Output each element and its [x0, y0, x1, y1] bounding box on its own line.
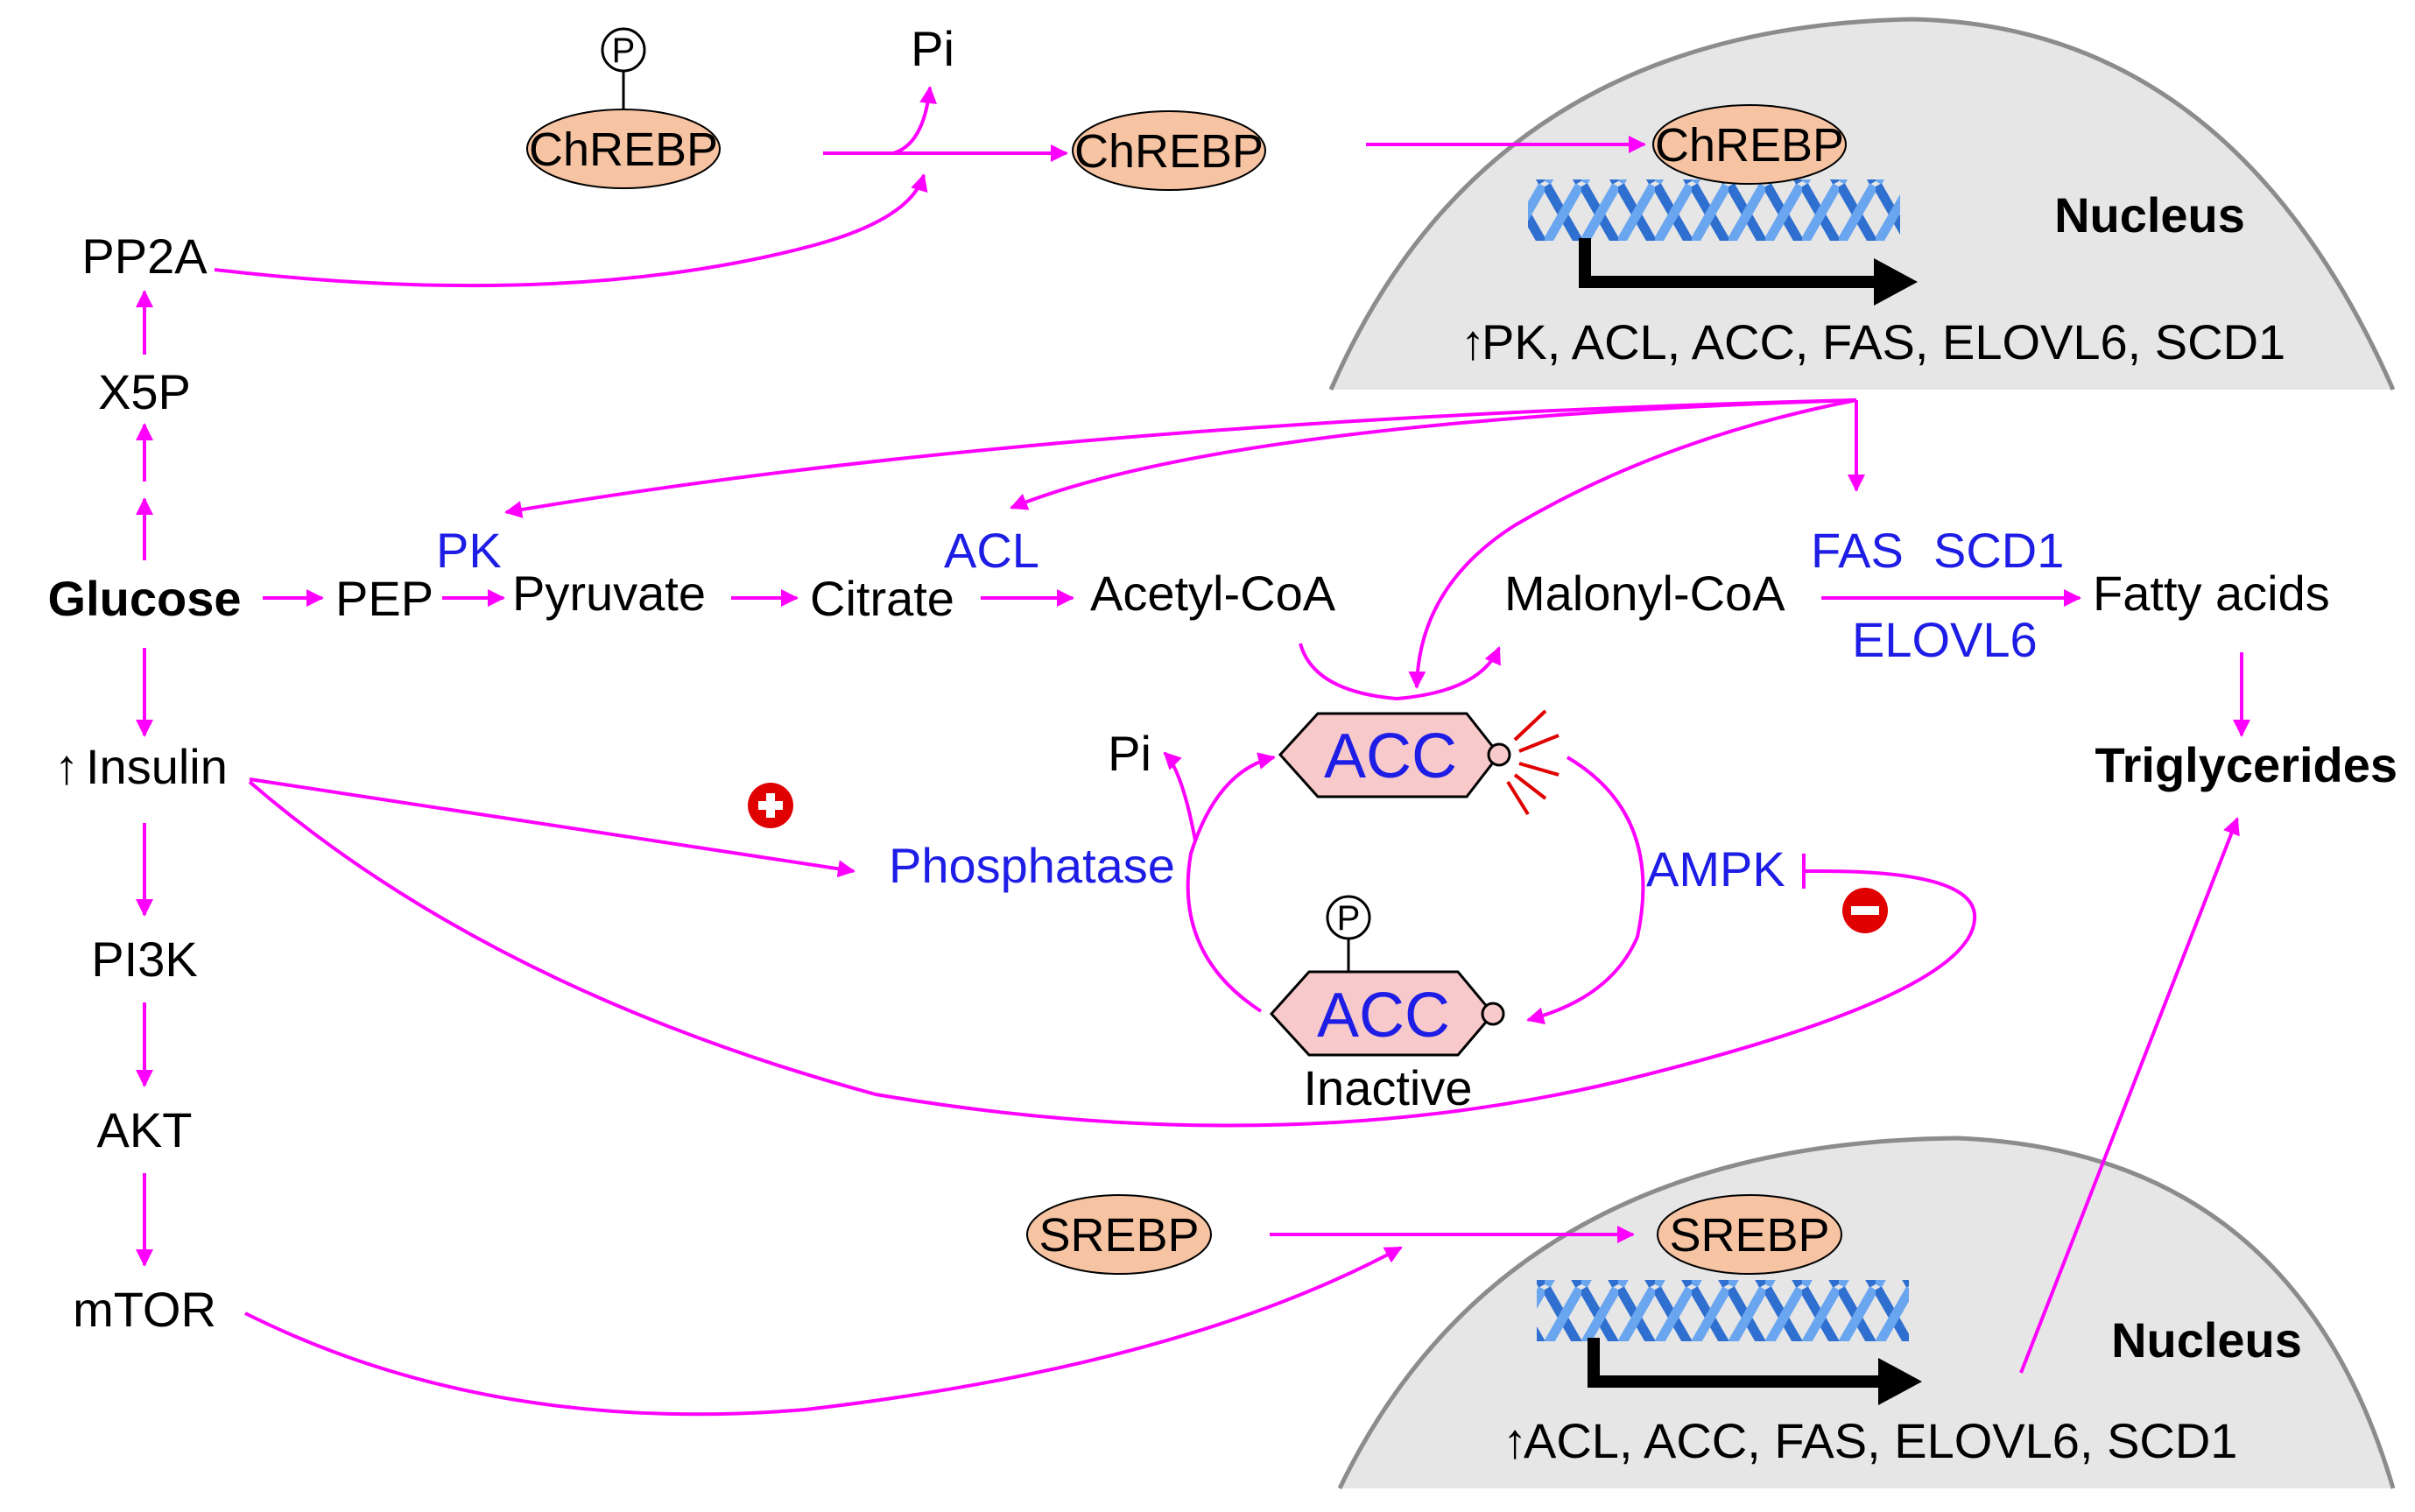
arrow-chrebp-pi [892, 86, 938, 155]
arrow-insulin-ampk [248, 780, 1977, 1128]
acetyl-coa-label: Acetyl-CoA [1090, 566, 1336, 621]
x5p-label: X5P [98, 364, 191, 419]
citrate-label: Citrate [810, 571, 954, 626]
srebp-nuclear-label: SREBP [1669, 1209, 1829, 1262]
inhibition-minus-icon [1842, 888, 1888, 933]
nucleus-top-up-arrow: ↑ [1461, 314, 1485, 369]
ampk-label: AMPK [1646, 841, 1785, 897]
enzyme-pk: PK [436, 523, 502, 578]
arrow-acc-pi [1163, 751, 1197, 841]
acc-pi: Pi [1108, 726, 1151, 781]
pathway-arrows [136, 86, 2250, 1417]
akt-label: AKT [97, 1102, 193, 1157]
arrow-target-pk [504, 398, 1857, 518]
acc-active: ACC [1278, 709, 1560, 816]
arrow-target-acc [1408, 398, 1857, 689]
nucleus-bottom-genes: ACL, ACC, FAS, ELOVL6, SCD1 [1524, 1413, 2237, 1468]
arrow-target-acl [1010, 398, 1857, 510]
inhibition-bar [1802, 854, 1821, 889]
glucose-label: Glucose [48, 571, 242, 626]
dna-helix-top [1528, 179, 1900, 241]
activity-burst-icon [1506, 709, 1560, 816]
enzyme-scd1: SCD1 [1933, 523, 2064, 578]
transcription-arrow-bottom [1588, 1338, 1922, 1405]
nucleus-bottom-up-arrow: ↑ [1503, 1413, 1527, 1468]
chrebp-active: ChREBP [1072, 110, 1266, 191]
srebp-label: SREBP [1039, 1209, 1199, 1262]
arrow-acetyl-malonyl [1299, 643, 1501, 701]
fatty-acids-label: Fatty acids [2093, 566, 2330, 621]
nucleus-bottom-label: Nucleus [2111, 1312, 2302, 1368]
acc-active-label: ACC [1324, 721, 1457, 791]
enzyme-fas: FAS [1811, 523, 1904, 578]
dna-helix-bottom [1537, 1280, 1909, 1341]
chrebp-p-mark: P [612, 32, 636, 70]
arrow-insulin-phosphatase [249, 777, 855, 878]
pyruvate-label: Pyruvate [512, 566, 706, 621]
chrebp-nuclear-label: ChREBP [1655, 119, 1844, 172]
triglycerides-label: Triglycerides [2095, 737, 2397, 792]
acc-inactive-caption: Inactive [1304, 1060, 1473, 1115]
arrow-pp2a [214, 173, 928, 288]
srebp-cytosolic: SREBP [1026, 1194, 1212, 1275]
activation-plus-icon [748, 783, 793, 828]
enzyme-elovl6: ELOVL6 [1852, 612, 2038, 667]
chrebp-dephospho-label: ChREBP [1074, 125, 1264, 178]
chrebp-phosphorylated: P ChREBP [526, 27, 721, 189]
acc-inactive-label: ACC [1317, 981, 1450, 1051]
arrow-nucleus-tg [2019, 817, 2240, 1374]
phosphate-icon [601, 27, 646, 73]
srebp-nuclear: SREBP [1657, 1194, 1842, 1275]
enzyme-acl: ACL [944, 523, 1039, 578]
acc-inactive: P ACC [1269, 895, 1505, 1057]
malonyl-coa-label: Malonyl-CoA [1504, 566, 1785, 621]
nucleus-top-genes: PK, ACL, ACC, FAS, ELOVL6, SCD1 [1482, 314, 2285, 369]
phosphate-icon [1326, 895, 1371, 940]
insulin-up-arrow: ↑ [54, 739, 79, 794]
arrow-mtor-srebp [244, 1246, 1403, 1417]
phosphatase-label: Phosphatase [889, 838, 1175, 893]
arrow-phosphatase-activate [1186, 752, 1276, 1013]
arrow-ampk-inactivate [1526, 756, 1645, 1025]
chrebp-pi: Pi [911, 21, 954, 76]
insulin-label: Insulin [86, 739, 228, 794]
nucleus-top-label: Nucleus [2054, 187, 2245, 243]
acc-p-mark: P [1337, 899, 1361, 938]
pp2a-label: PP2A [81, 229, 208, 284]
pep-label: PEP [335, 571, 433, 626]
chrebp-phospho-label: ChREBP [529, 123, 718, 176]
pi3k-label: PI3K [91, 932, 197, 987]
chrebp-nuclear: ChREBP [1652, 104, 1847, 185]
transcription-arrow-top [1579, 238, 1918, 306]
mtor-label: mTOR [73, 1282, 216, 1337]
